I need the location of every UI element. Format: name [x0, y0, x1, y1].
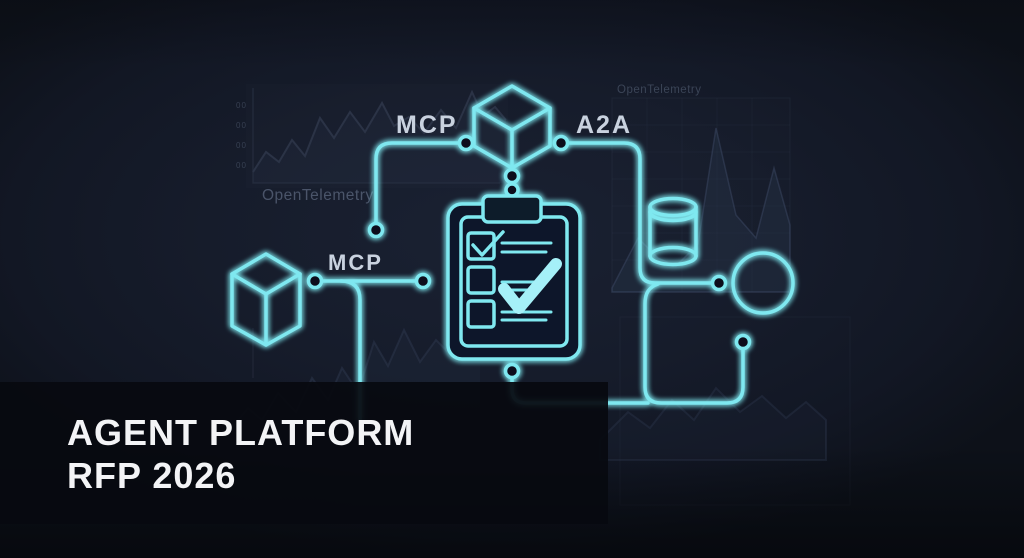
page-title: AGENT PLATFORM RFP 2026	[67, 411, 414, 497]
title-line-2: RFP 2026	[67, 455, 237, 496]
title-banner: AGENT PLATFORM RFP 2026	[0, 382, 608, 524]
node-dot	[414, 272, 432, 290]
axis-tick-label: 00	[236, 161, 247, 170]
axis-tick-label: 00	[236, 121, 247, 130]
clipboard-icon	[446, 182, 582, 361]
background-area-chart-top-right	[611, 97, 791, 293]
cube-top-icon	[472, 84, 552, 170]
connector-mcp-left-drop	[339, 279, 362, 422]
axis-tick-label: 00	[236, 141, 247, 150]
opentelemetry-watermark-left: OpenTelemetry	[262, 187, 374, 204]
node-dot	[306, 272, 324, 290]
axis-tick-label: 00	[236, 101, 247, 110]
connector-branch-right	[643, 282, 745, 405]
database-cylinder-icon	[648, 196, 698, 267]
background-area-chart-bottom-right	[599, 316, 851, 506]
clip	[481, 194, 543, 224]
node-dot	[367, 221, 385, 239]
checkbox-1-checkmark	[471, 230, 505, 257]
node-dot	[503, 167, 521, 185]
node-dot	[734, 333, 752, 351]
clip-ring	[504, 182, 520, 198]
node-dot	[710, 274, 728, 292]
label-a2a: A2A	[576, 111, 633, 139]
checkbox-3	[466, 299, 496, 329]
opentelemetry-watermark-right: OpenTelemetry	[617, 84, 702, 96]
highlight-checkmark-icon	[498, 258, 562, 314]
endpoint-circle-icon	[731, 251, 795, 315]
node-dot	[457, 134, 475, 152]
checkbox-2	[466, 265, 496, 295]
connector-a2a	[565, 141, 713, 285]
connector-mcp-top	[374, 141, 462, 225]
label-mcp-top: MCP	[396, 111, 458, 139]
title-line-1: AGENT PLATFORM	[67, 412, 415, 453]
cube-left-icon	[230, 252, 302, 347]
background-line-chart-top-left	[252, 88, 507, 184]
label-mcp-left: MCP	[328, 250, 383, 275]
node-dot	[552, 134, 570, 152]
node-dot	[503, 362, 521, 380]
checkbox-1-checked	[466, 231, 496, 261]
